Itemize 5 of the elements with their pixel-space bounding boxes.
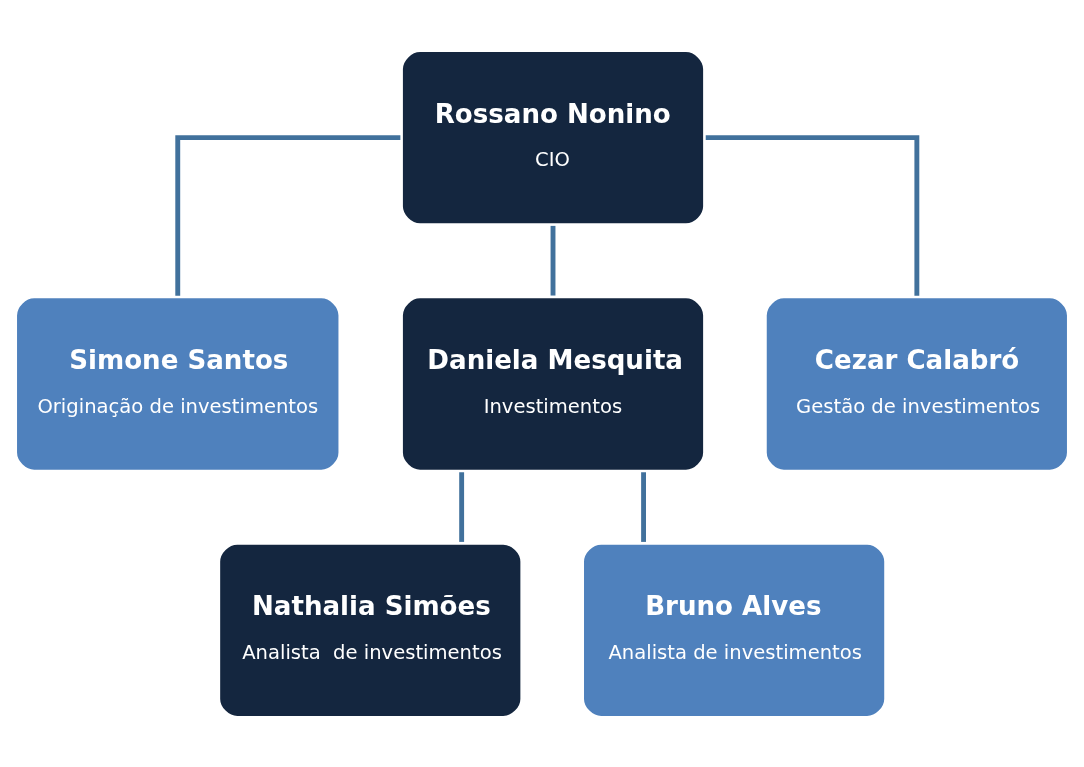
connector — [459, 471, 465, 542]
connector — [550, 225, 556, 296]
connector — [175, 134, 401, 296]
connector — [705, 134, 920, 296]
connector — [641, 471, 646, 542]
